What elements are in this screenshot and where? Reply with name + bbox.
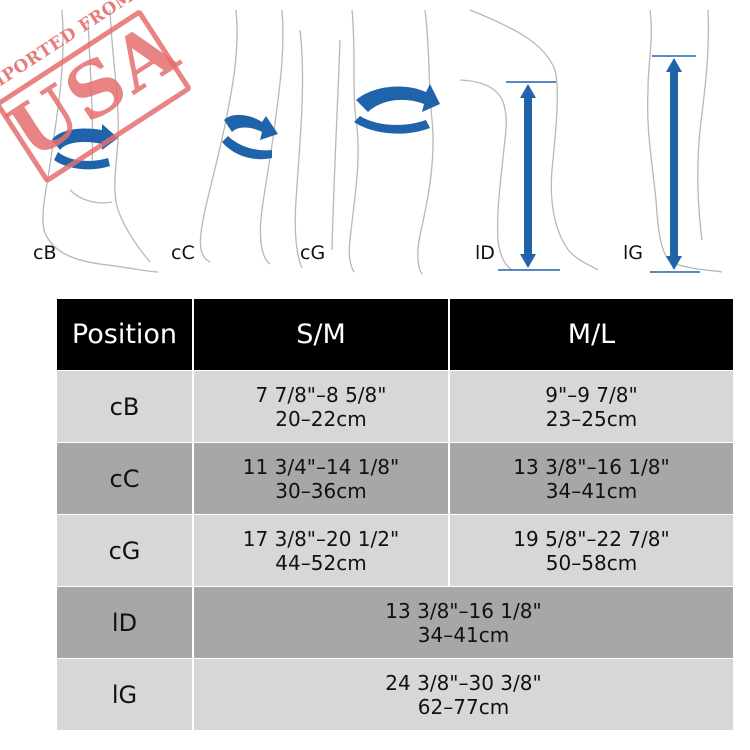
ml-cm: 23–25cm (545, 406, 638, 431)
ml-cm: 50–58cm (545, 550, 638, 575)
header-ml: M/L (449, 299, 733, 371)
leg-label-cg: cG (300, 242, 326, 264)
leg-ankle-outline (42, 9, 159, 273)
leg-measurement-illustration (42, 9, 723, 275)
both-inches: 24 3/8"–30 3/8" (385, 670, 542, 695)
leg-calf-length-outline (459, 9, 599, 271)
ml-inches: 9"–9 7/8" (545, 382, 638, 407)
circumference-arrow-icon (222, 114, 278, 160)
length-arrow-icon (650, 55, 700, 273)
leg-knee-outline (199, 9, 304, 269)
table-row: cB 7 7/8"–8 5/8" 20–22cm 9"–9 7/8" 23–25… (57, 370, 733, 443)
leg-thigh-outline (331, 9, 434, 275)
ml-inches: 13 3/8"–16 1/8" (513, 454, 670, 479)
row-both-value: 13 3/8"–16 1/8" 34–41cm (193, 586, 733, 659)
both-cm: 62–77cm (417, 694, 510, 719)
sm-inches: 17 3/8"–20 1/2" (242, 526, 400, 551)
sm-cm: 30–36cm (275, 478, 367, 503)
row-position: lD (57, 586, 194, 659)
row-both-value: 24 3/8"–30 3/8" 62–77cm (193, 658, 733, 730)
sm-inches: 7 7/8"–8 5/8" (255, 382, 387, 407)
sm-cm: 44–52cm (275, 550, 367, 575)
row-ml-value: 13 3/8"–16 1/8" 34–41cm (449, 442, 733, 515)
ml-inches: 19 5/8"–22 7/8" (513, 526, 670, 551)
table-row: cC 11 3/4"–14 1/8" 30–36cm 13 3/8"–16 1/… (57, 442, 733, 515)
length-arrow-icon (498, 81, 560, 271)
leg-label-lg: lG (623, 242, 644, 264)
both-inches: 13 3/8"–16 1/8" (385, 598, 542, 623)
table-row: cG 17 3/8"–20 1/2" 44–52cm 19 5/8"–22 7/… (57, 514, 733, 587)
row-sm-value: 7 7/8"–8 5/8" 20–22cm (193, 370, 450, 443)
table-header-row: Position S/M M/L (57, 299, 733, 371)
leg-label-cb: cB (33, 242, 57, 264)
size-chart-table: Position S/M M/L cB 7 7/8"–8 5/8" 20–22c… (57, 299, 733, 730)
header-sm: S/M (193, 299, 450, 371)
row-position: cG (57, 514, 194, 587)
sm-inches: 11 3/4"–14 1/8" (242, 454, 400, 479)
row-position: cB (57, 370, 194, 443)
table-row: lG 24 3/8"–30 3/8" 62–77cm (57, 658, 733, 730)
header-position: Position (57, 299, 194, 371)
circumference-arrow-icon (354, 84, 440, 134)
row-position: lG (57, 658, 194, 730)
circumference-arrow-icon (52, 124, 118, 170)
table-row: lD 13 3/8"–16 1/8" 34–41cm (57, 586, 733, 659)
row-sm-value: 17 3/8"–20 1/2" 44–52cm (193, 514, 450, 587)
leg-label-cc: cC (171, 242, 195, 264)
row-ml-value: 19 5/8"–22 7/8" 50–58cm (449, 514, 733, 587)
row-ml-value: 9"–9 7/8" 23–25cm (449, 370, 733, 443)
row-position: cC (57, 442, 194, 515)
sm-cm: 20–22cm (275, 406, 367, 431)
leg-label-ld: lD (475, 242, 495, 264)
leg-full-length-outline (646, 9, 723, 273)
ml-cm: 34–41cm (545, 478, 638, 503)
both-cm: 34–41cm (417, 622, 510, 647)
row-sm-value: 11 3/4"–14 1/8" 30–36cm (193, 442, 450, 515)
